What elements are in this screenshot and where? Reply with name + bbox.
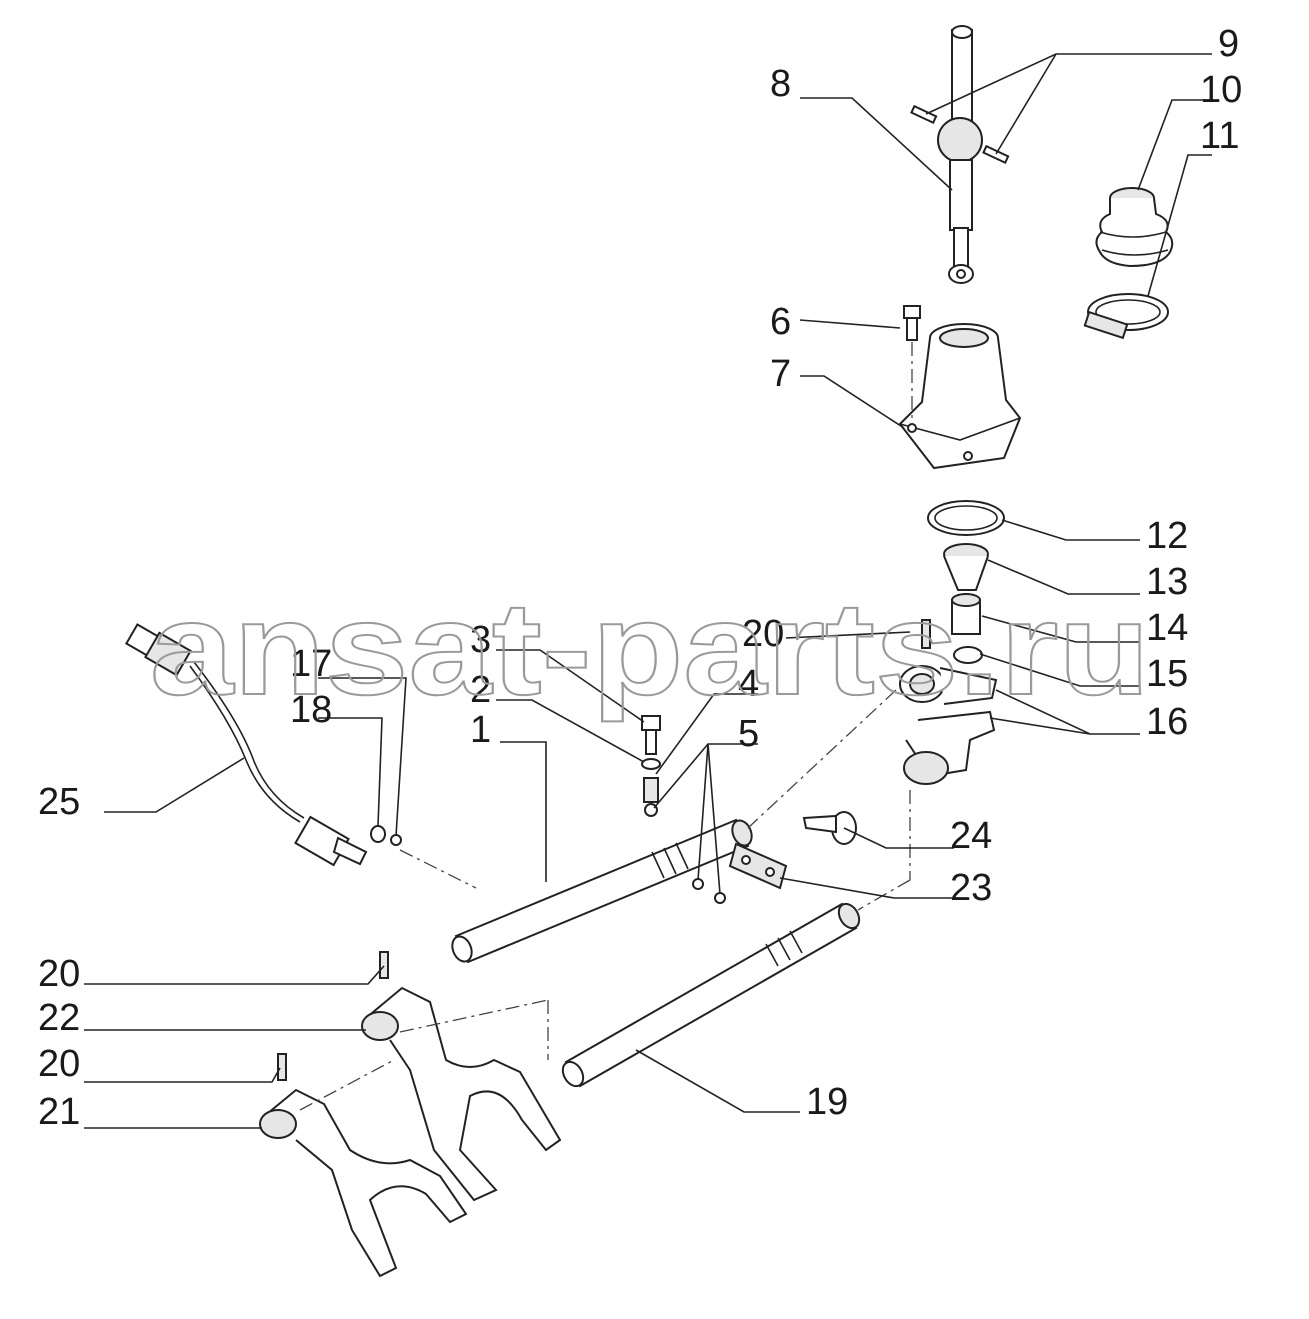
callout-5: 5 — [738, 713, 759, 755]
callout-14: 14 — [1146, 607, 1188, 649]
callout-8: 8 — [770, 63, 791, 105]
callout-23: 23 — [950, 867, 992, 909]
callout-19: 19 — [806, 1081, 848, 1123]
assembly-center-lines — [299, 342, 913, 1111]
callout-labels: 1 2 3 4 5 6 7 8 9 10 11 12 13 14 15 16 1… — [38, 23, 1242, 1133]
callout-11: 11 — [1200, 115, 1239, 157]
callout-18: 18 — [290, 689, 332, 731]
gear-lever-shaft — [937, 25, 983, 284]
callout-9: 9 — [1218, 23, 1239, 65]
shift-fork-lower — [259, 1088, 468, 1278]
selector-rod — [451, 818, 753, 964]
callout-3: 3 — [470, 619, 491, 661]
plate-bolt — [802, 811, 857, 845]
callout-12: 12 — [1146, 515, 1188, 557]
callout-20-mid: 20 — [38, 953, 80, 995]
bushing — [951, 593, 981, 635]
callout-21: 21 — [38, 1091, 80, 1133]
watermark-text: ansat-parts.ru — [150, 575, 1150, 722]
callout-10: 10 — [1200, 69, 1242, 111]
callout-22: 22 — [38, 997, 80, 1039]
callout-13: 13 — [1146, 561, 1188, 603]
callout-16: 16 — [1146, 701, 1188, 743]
callout-17: 17 — [290, 643, 332, 685]
spring-cup — [943, 543, 989, 591]
callout-20-lower: 20 — [38, 1043, 80, 1085]
callout-1: 1 — [470, 709, 491, 751]
detent-washer — [641, 758, 661, 770]
o-ring-18 — [370, 825, 386, 843]
lever-pins — [910, 104, 1010, 165]
detent-ball-lower-1 — [692, 878, 704, 890]
shift-fork-upper — [361, 986, 562, 1202]
interlock-plate — [728, 842, 788, 890]
switch-sensor — [125, 623, 368, 867]
detent-bolt — [641, 715, 661, 755]
roll-pin-lower — [277, 1053, 287, 1081]
callout-6: 6 — [770, 301, 791, 343]
selector-rod-lower — [561, 902, 861, 1088]
roll-pin-mid — [379, 951, 389, 979]
callout-25: 25 — [38, 781, 80, 823]
callout-15: 15 — [1146, 653, 1188, 695]
detent-spring — [643, 777, 659, 803]
detent-ball-lower-2 — [714, 892, 726, 904]
hose-clamp — [1083, 293, 1169, 340]
callout-7: 7 — [770, 353, 791, 395]
rubber-boot — [1095, 187, 1174, 268]
callout-24: 24 — [950, 815, 992, 857]
housing-bolt — [903, 305, 921, 341]
callout-20-upper: 20 — [742, 613, 784, 655]
o-ring-large — [927, 500, 1005, 536]
lever-housing — [898, 323, 1022, 470]
callout-2: 2 — [470, 669, 491, 711]
leader-lines — [84, 53, 1212, 1129]
roll-pin-upper — [921, 619, 931, 649]
o-ring-17 — [390, 834, 402, 846]
selector-lever — [899, 665, 998, 785]
callout-4: 4 — [738, 663, 759, 705]
